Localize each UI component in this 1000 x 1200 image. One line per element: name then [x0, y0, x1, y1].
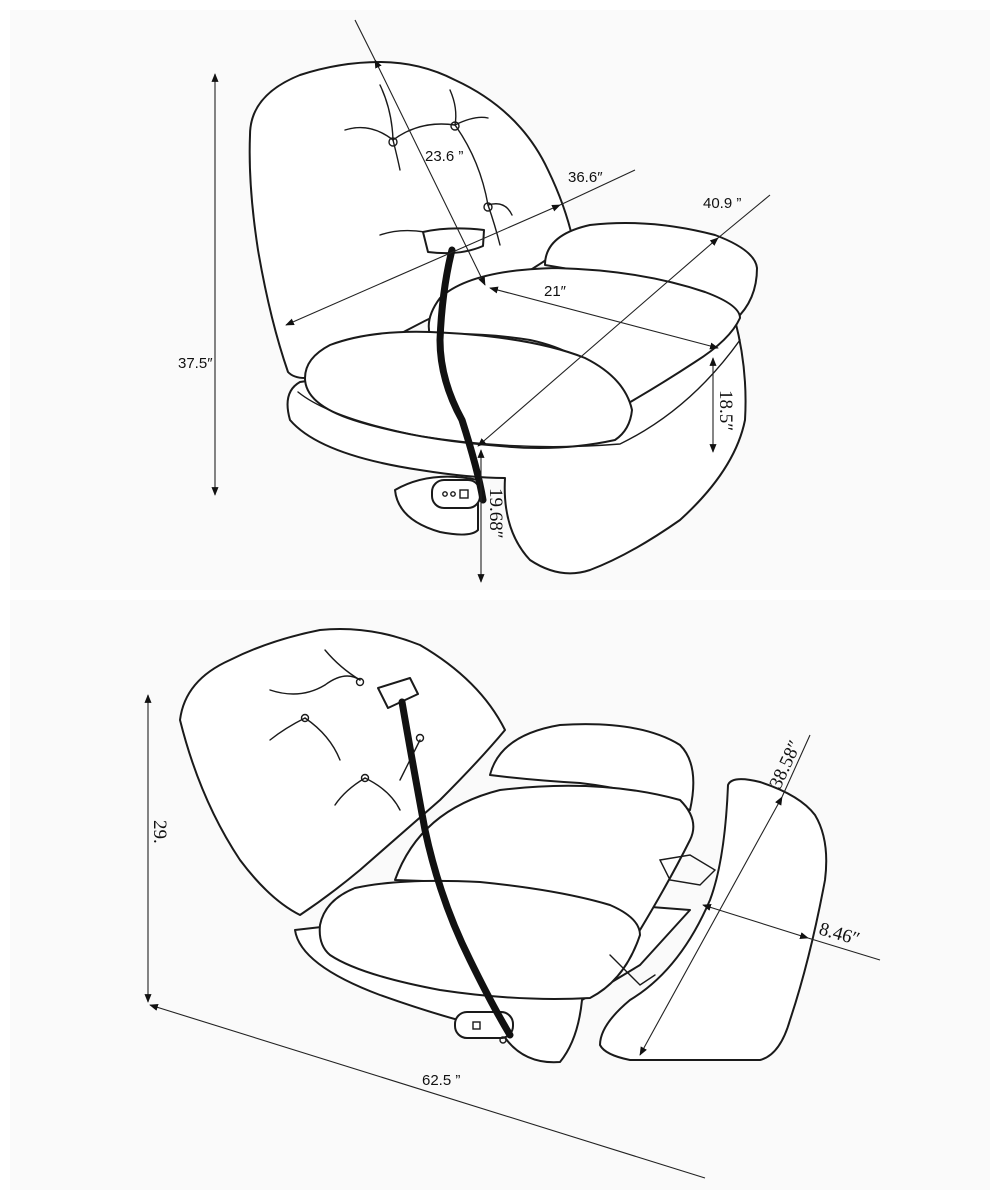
overall-depth-label: 40.9 ” [703, 195, 741, 212]
length-label: 62.5 ” [422, 1072, 460, 1089]
top-dimensions: 37.5″ 23.6 ” 36.6″ 21″ 40.9 ” 18.5″ 19.6… [178, 19, 771, 583]
control-panel[interactable] [431, 479, 481, 509]
length-dim-line [149, 1003, 706, 1179]
reclined-rear-cushion [489, 723, 695, 811]
reclined-usb-port-icon [472, 1021, 481, 1030]
reclined-backrest [179, 628, 506, 916]
back-height-label: 23.6 ” [425, 148, 463, 165]
back-width-dim-line [285, 204, 561, 326]
back-width-label: 36.6″ [568, 169, 603, 186]
reclined-backrest-tufting [269, 649, 425, 811]
height-label: 37.5″ [178, 355, 213, 372]
reclined-height-label: 29. [149, 820, 170, 844]
button-icon[interactable] [442, 491, 448, 497]
reclined-button-icon[interactable] [499, 1036, 507, 1044]
seat-width-label: 21″ [544, 283, 567, 300]
footrest-depth-dim-line [702, 904, 809, 939]
overall-depth-dim-line [477, 237, 719, 447]
seat-height-label: 18.5″ [715, 390, 736, 431]
reclined-power-cable [398, 698, 514, 1039]
button-icon[interactable] [450, 491, 456, 497]
reclined-headrest-pillow [377, 677, 419, 709]
usb-port-icon [459, 489, 469, 499]
base-height-label: 19.68″ [485, 488, 506, 539]
